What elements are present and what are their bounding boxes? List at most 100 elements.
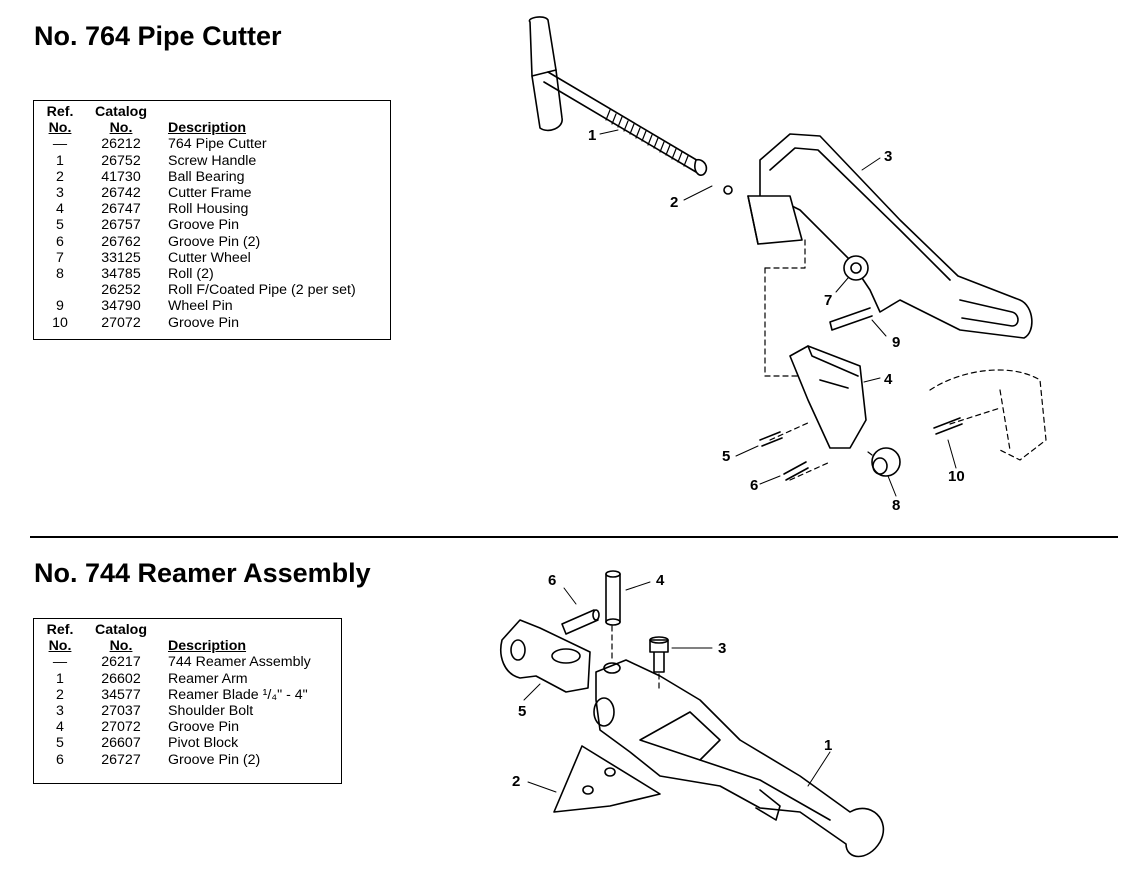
cell-description: Screw Handle — [168, 152, 257, 169]
callout-1: 1 — [588, 127, 596, 144]
callout-8: 8 — [892, 497, 900, 514]
table-row: — 26217 744 Reamer Assembly — [38, 654, 311, 670]
callout-9: 9 — [892, 334, 900, 351]
screw-shaft — [543, 71, 701, 173]
table-row: 6 26762 Groove Pin (2) — [38, 234, 356, 250]
cell-catalog: 26742 — [101, 185, 141, 202]
section-title-reamer-assembly: No. 744 Reamer Assembly — [34, 558, 371, 588]
table-row: 8 34785 Roll (2) — [38, 266, 356, 282]
cell-ref: 6 — [56, 233, 64, 250]
cell-ref: 6 — [56, 751, 64, 768]
cell-description: 764 Pipe Cutter — [168, 136, 267, 153]
section-title-pipe-cutter: No. 764 Pipe Cutter — [34, 21, 282, 51]
table-row: 2 34577 Reamer Blade ¹/₄" - 4" — [38, 687, 311, 703]
cell-description: Roll (2) — [168, 266, 214, 283]
reamer-blade — [553, 745, 661, 813]
pivot-block — [500, 619, 591, 693]
cell-catalog: 41730 — [101, 168, 141, 185]
table-row: 3 26742 Cutter Frame — [38, 185, 356, 201]
cell-catalog: 27072 — [101, 719, 141, 736]
roll-housing — [789, 345, 867, 449]
callout-5: 5 — [722, 448, 730, 465]
callout-4: 4 — [656, 572, 665, 589]
groove-pin-10 — [933, 417, 963, 435]
cutter-wheel — [843, 255, 869, 281]
cell-catalog: 26762 — [101, 233, 141, 250]
groove-pin-6 — [561, 609, 599, 635]
cell-ref — [38, 282, 82, 298]
cell-description: Cutter Frame — [168, 185, 252, 202]
reamer-arm — [595, 659, 885, 858]
callout-2: 2 — [512, 773, 520, 790]
cell-catalog: 26217 — [101, 654, 141, 671]
cell-catalog: 26752 — [101, 152, 141, 169]
cell-description: Shoulder Bolt — [168, 703, 254, 720]
table-row: 1 26602 Reamer Arm — [38, 671, 311, 687]
groove-pin-5 — [759, 431, 783, 447]
cell-catalog: 26757 — [101, 217, 141, 234]
cell-ref: 3 — [56, 185, 64, 202]
section-divider — [30, 536, 1118, 538]
cell-description: Ball Bearing — [168, 168, 245, 185]
callout-2: 2 — [670, 194, 678, 211]
callout-3: 3 — [884, 148, 892, 165]
cell-ref: 1 — [56, 152, 64, 169]
cell-catalog: 26252 — [101, 282, 141, 299]
cell-ref: 4 — [56, 719, 64, 736]
callout-3: 3 — [718, 640, 726, 657]
cell-description: Roll F/Coated Pipe (2 per set) — [168, 282, 356, 299]
cell-description: Groove Pin (2) — [168, 233, 261, 250]
cell-catalog: 26747 — [101, 201, 141, 218]
table-row: 6 26727 Groove Pin (2) — [38, 752, 311, 768]
cell-ref: — — [52, 654, 68, 671]
cell-catalog: 34785 — [101, 266, 141, 283]
shoulder-bolt — [649, 639, 669, 673]
cell-ref: 4 — [56, 201, 64, 218]
cell-catalog: 26727 — [101, 751, 141, 768]
callout-10: 10 — [948, 468, 965, 485]
callout-6: 6 — [750, 477, 758, 494]
cell-catalog: 26602 — [101, 670, 141, 687]
callout-6: 6 — [548, 572, 556, 589]
cell-ref: 10 — [52, 314, 68, 331]
reamer-exploded-diagram: 1 2 3 4 5 6 — [500, 570, 885, 858]
groove-pin-6 — [783, 461, 809, 481]
groove-pin-4 — [605, 573, 621, 623]
cell-description: Reamer Arm — [168, 670, 248, 687]
cell-ref: 8 — [56, 266, 64, 283]
cell-catalog: 27072 — [101, 314, 141, 331]
table-row: 4 27072 Groove Pin — [38, 719, 311, 735]
cell-ref: 1 — [56, 670, 64, 687]
cell-ref: 7 — [56, 249, 64, 266]
cell-catalog: 34790 — [101, 298, 141, 315]
cell-catalog: 26212 — [101, 136, 141, 153]
cell-ref: 2 — [56, 168, 64, 185]
cell-catalog: 34577 — [101, 686, 141, 703]
pipe-cutter-exploded-diagram: 1 2 3 4 5 6 7 8 9 10 — [528, 16, 1047, 514]
cell-catalog: 27037 — [101, 703, 141, 720]
col-header-description: Description — [168, 638, 247, 655]
cell-description: 744 Reamer Assembly — [168, 654, 311, 671]
cell-ref: 2 — [56, 686, 64, 703]
cell-catalog: 26607 — [101, 735, 141, 752]
cell-description: Groove Pin — [168, 719, 239, 736]
wheel-pin — [829, 307, 873, 331]
cell-description: Groove Pin — [168, 217, 239, 234]
callout-1: 1 — [824, 737, 832, 754]
table-row: 2 41730 Ball Bearing — [38, 169, 356, 185]
cell-description: Groove Pin (2) — [168, 751, 261, 768]
cell-description: Reamer Blade ¹/₄" - 4" — [168, 686, 308, 703]
cell-description: Cutter Wheel — [168, 249, 251, 266]
col-header-ref: Ref.No. — [46, 104, 74, 137]
